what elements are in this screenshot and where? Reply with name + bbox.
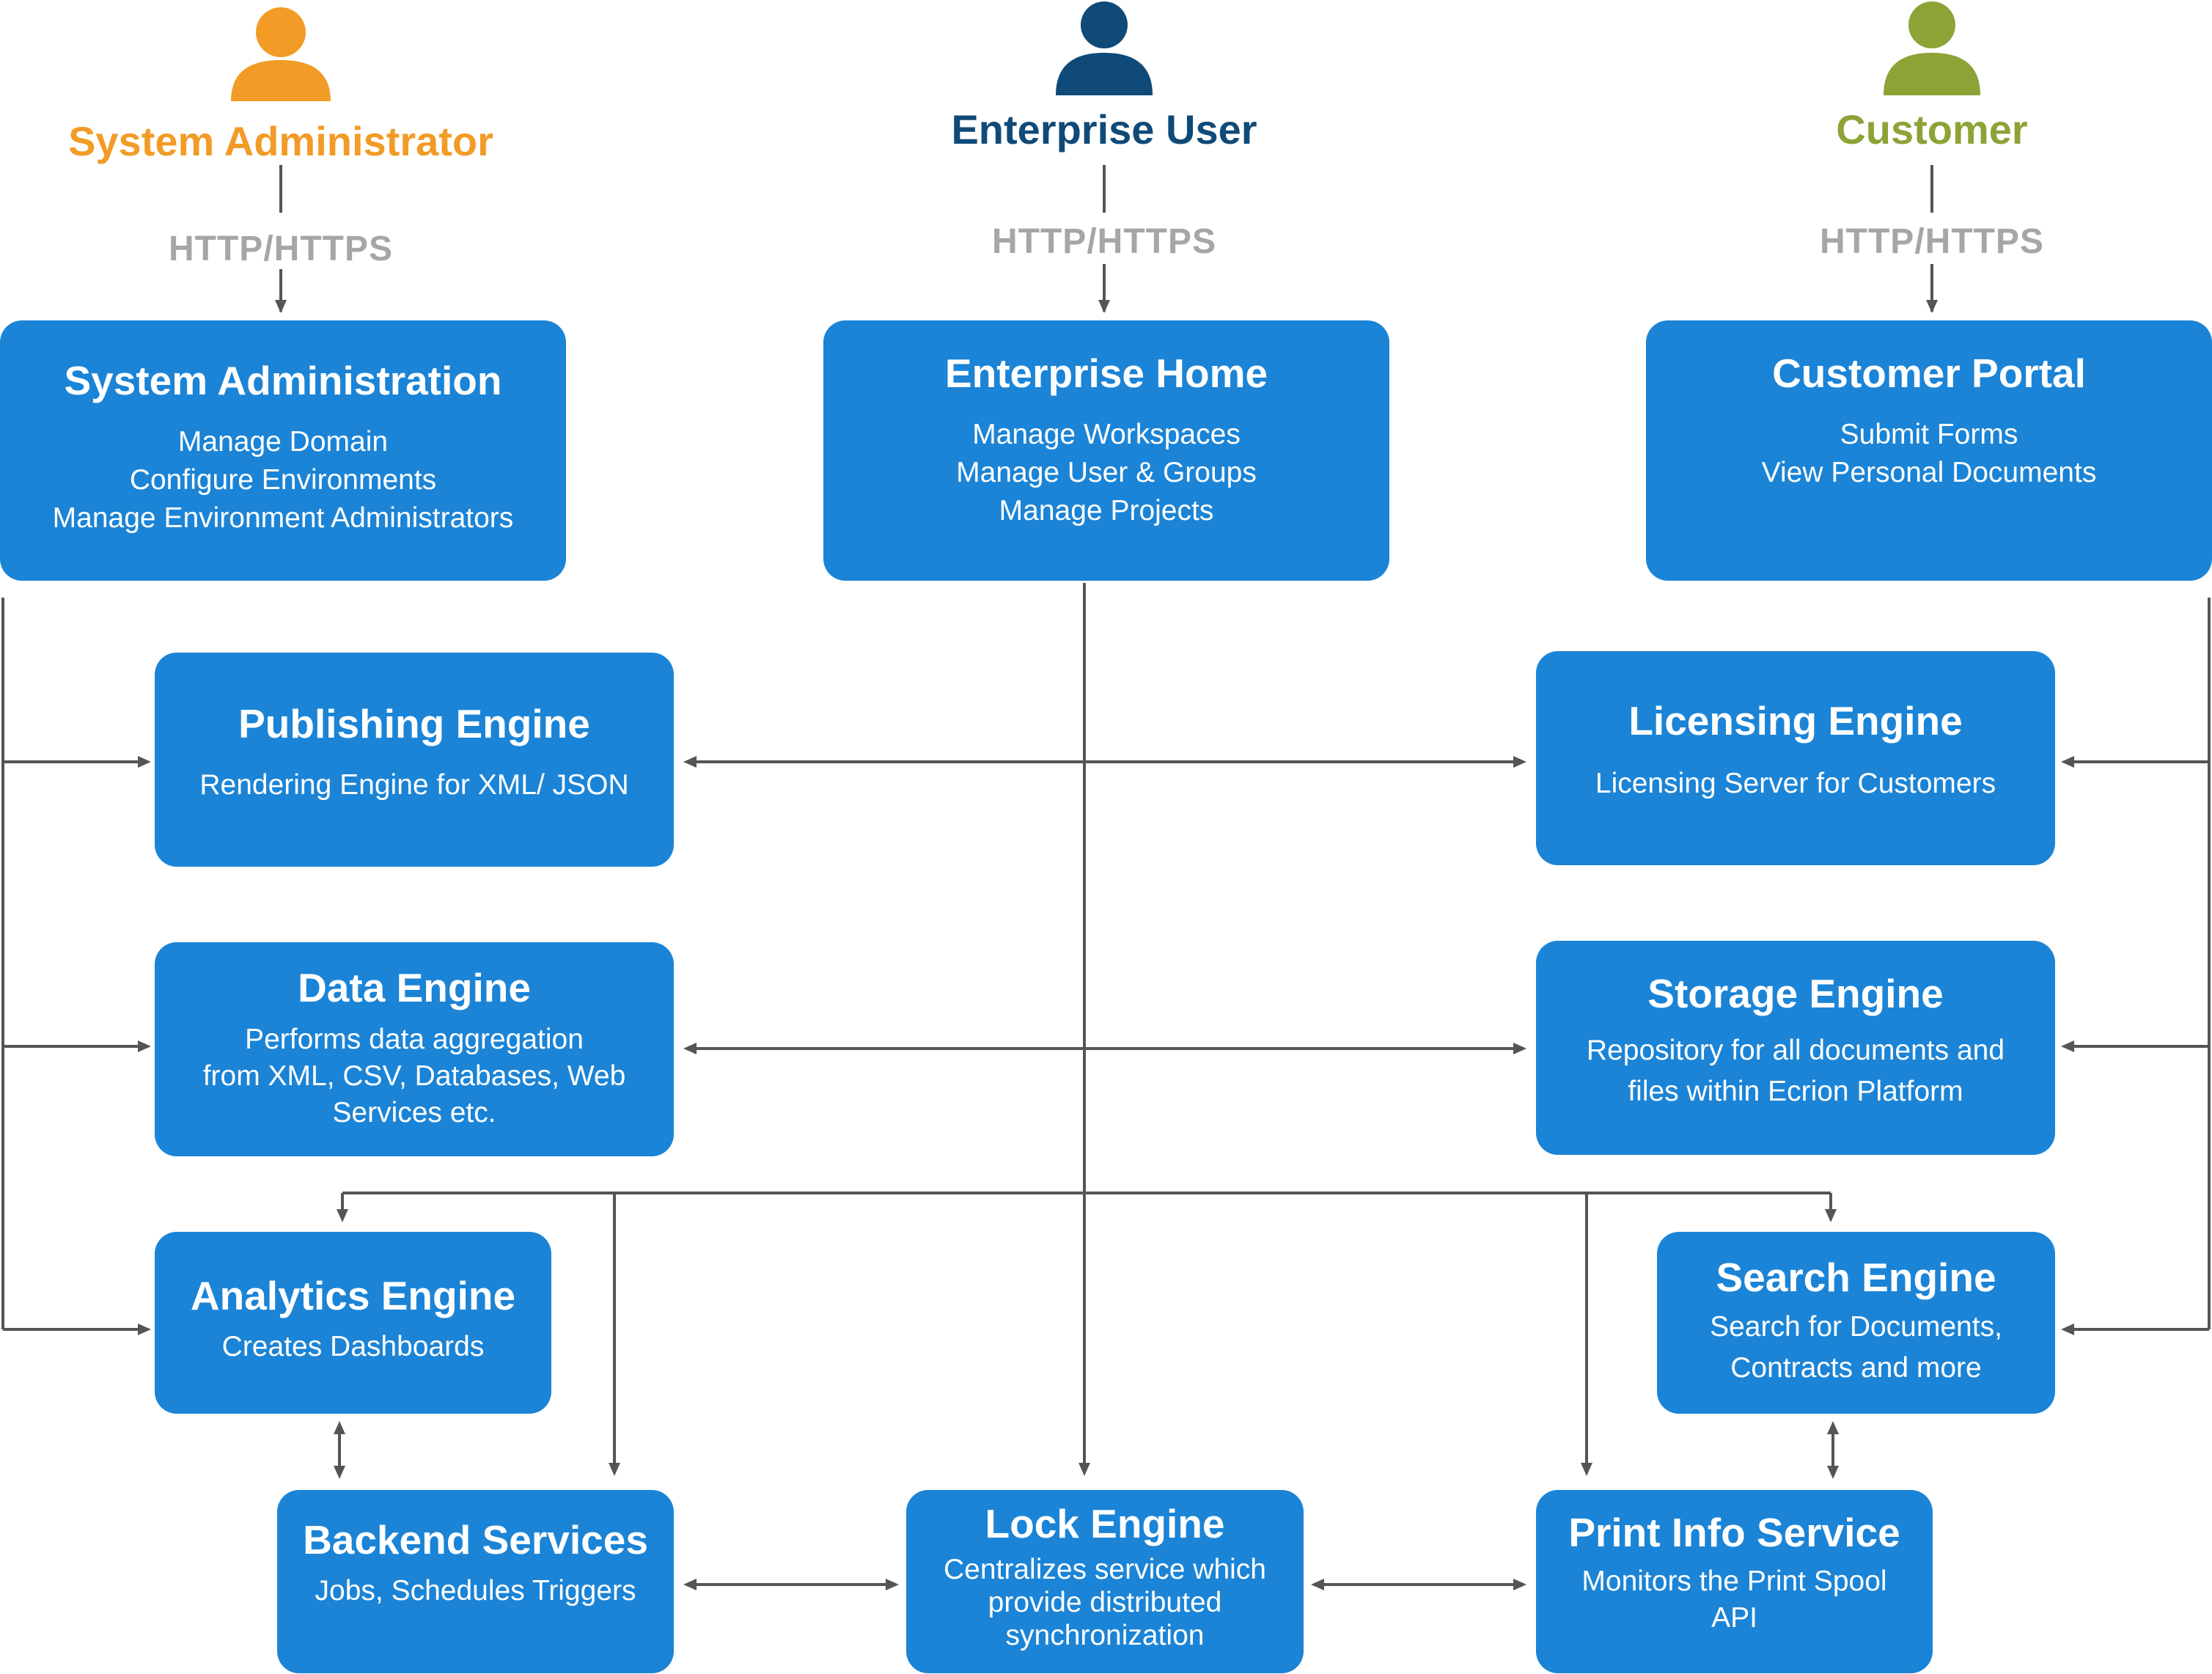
system-administrator-actor: System Administrator (65, 6, 497, 165)
backend-down-arrowhead (334, 1466, 345, 1479)
publishing-engine-box: Publishing Engine Rendering Engine for X… (155, 653, 674, 867)
print-link-arrowhead (1513, 1579, 1526, 1590)
lock-left-arrowhead (886, 1579, 899, 1590)
print-info-service-title: Print Info Service (1568, 1510, 1900, 1555)
user-icon (1884, 1, 1980, 95)
print-info-service-box: Print Info Service Monitors the Print Sp… (1536, 1490, 1933, 1673)
system-administrator-label: System Administrator (68, 118, 493, 164)
admin-arrowhead (275, 300, 287, 313)
enterprise-user-actor: Enterprise User (888, 0, 1320, 153)
customer-portal-box: Customer Portal Submit Forms View Person… (1646, 320, 2212, 581)
enterprise-user-label: Enterprise User (951, 106, 1257, 153)
enterprise-arrowhead (1098, 300, 1110, 313)
backend-services-box: Backend Services Jobs, Schedules Trigger… (277, 1490, 674, 1673)
lock-engine-box: Lock Engine Centralizes service which pr… (906, 1490, 1304, 1673)
enterprise-home-title: Enterprise Home (944, 350, 1268, 396)
search-engine-box: Search Engine Search for Documents, Cont… (1657, 1232, 2055, 1414)
data-link-arrowhead (683, 1043, 697, 1054)
data-engine-title: Data Engine (298, 965, 531, 1010)
licensing-engine-title: Licensing Engine (1628, 698, 1963, 744)
lock-right-arrowhead (1311, 1579, 1324, 1590)
licensing-arrowhead (2061, 756, 2074, 768)
admin-protocol-label: HTTP/HTTPS (169, 229, 393, 269)
licensing-link-arrowhead (1513, 756, 1526, 768)
customer-portal-title: Customer Portal (1772, 350, 2086, 396)
storage-arrowhead (2061, 1040, 2074, 1052)
bus-print-arrowhead (1581, 1463, 1592, 1476)
enterprise-home-box: Enterprise Home Manage Workspaces Manage… (823, 320, 1389, 581)
system-administration-title: System Administration (64, 358, 502, 403)
print-down-arrowhead (1827, 1466, 1839, 1479)
search-up-arrowhead (1827, 1421, 1839, 1434)
customer-label: Customer (1836, 106, 2028, 153)
publishing-arrowhead (138, 756, 151, 768)
user-icon (1056, 1, 1153, 95)
user-icon (231, 7, 331, 101)
analytics-up-arrowhead (334, 1421, 345, 1434)
customer-arrowhead (1926, 300, 1938, 313)
publishing-link-arrowhead (683, 756, 697, 768)
analytics-engine-title: Analytics Engine (190, 1273, 516, 1318)
customer-actor: Customer (1716, 0, 2148, 153)
search-engine-title: Search Engine (1716, 1255, 1996, 1300)
bus-search-arrowhead (1825, 1209, 1837, 1222)
storage-link-arrowhead (1513, 1043, 1526, 1054)
data-engine-box: Data Engine Performs data aggregation fr… (155, 942, 674, 1156)
system-administration-box: System Administration Manage Domain Conf… (0, 320, 566, 581)
backend-services-title: Backend Services (303, 1517, 648, 1563)
enterprise-protocol-label: HTTP/HTTPS (992, 221, 1216, 262)
lock-engine-title: Lock Engine (985, 1501, 1225, 1546)
data-arrowhead (138, 1040, 151, 1052)
trunk-lock-arrowhead (1079, 1463, 1090, 1476)
bus-analytics-arrowhead (337, 1209, 348, 1222)
search-arrowhead (2061, 1324, 2074, 1335)
customer-protocol-label: HTTP/HTTPS (1820, 221, 2044, 262)
publishing-engine-title: Publishing Engine (238, 701, 590, 746)
backend-link-arrowhead (683, 1579, 697, 1590)
storage-engine-title: Storage Engine (1647, 971, 1944, 1016)
bus-backend-arrowhead (609, 1463, 620, 1476)
analytics-engine-box: Analytics Engine Creates Dashboards (155, 1232, 551, 1414)
licensing-engine-box: Licensing Engine Licensing Server for Cu… (1536, 651, 2055, 865)
storage-engine-box: Storage Engine Repository for all docume… (1536, 941, 2055, 1155)
analytics-arrowhead (138, 1324, 151, 1335)
